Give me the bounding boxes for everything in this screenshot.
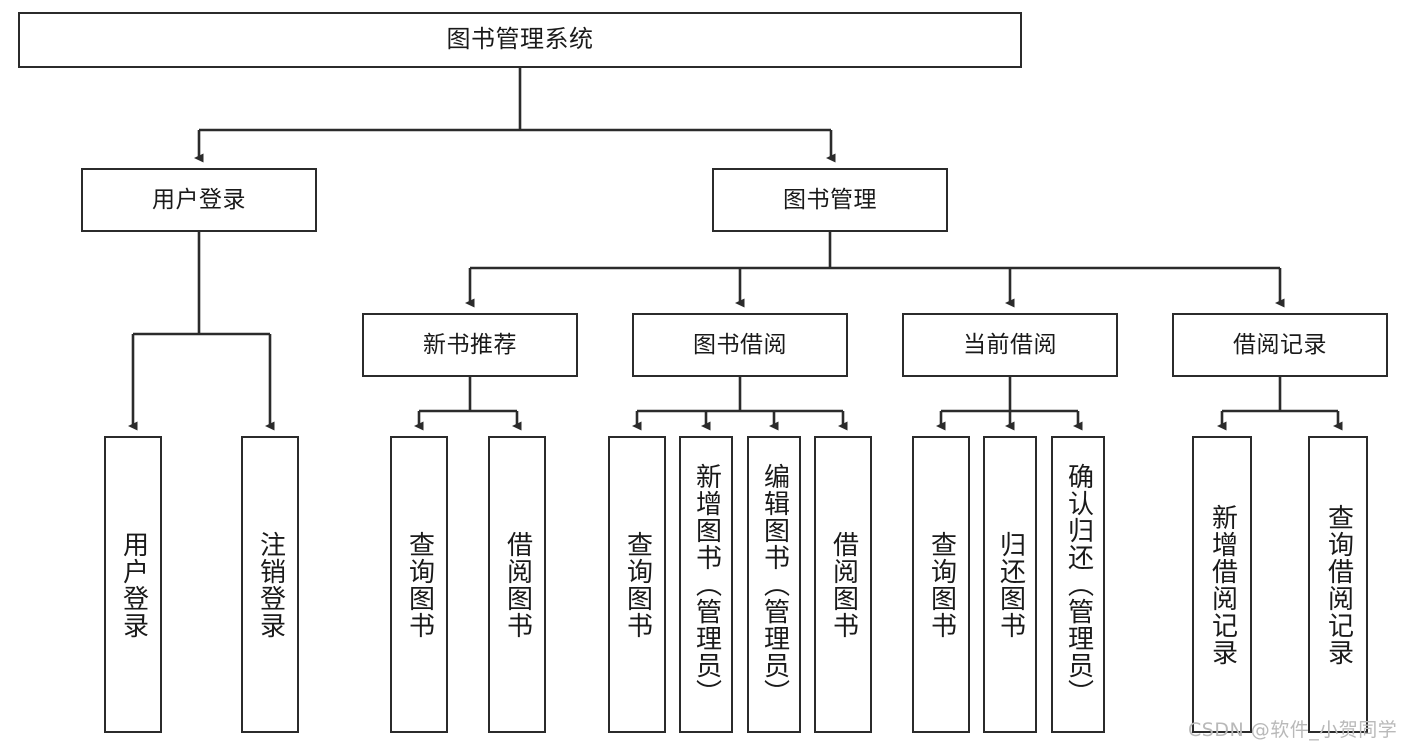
- node-book-borrow[interactable]: 图书借阅: [632, 313, 848, 377]
- node-label: 编辑图书（管理员）: [759, 463, 790, 706]
- node-label: 注销登录: [255, 530, 286, 639]
- node-leaf-query-borrow-record[interactable]: 查询借阅记录: [1308, 436, 1368, 733]
- node-label: 图书管理: [783, 186, 877, 213]
- node-label: 查询图书: [622, 530, 653, 639]
- node-label: 借阅图书: [502, 530, 533, 639]
- node-leaf-borrow-book[interactable]: 借阅图书: [814, 436, 872, 733]
- node-user-login[interactable]: 用户登录: [81, 168, 317, 232]
- node-label: 当前借阅: [963, 331, 1057, 358]
- node-label: 图书借阅: [693, 331, 787, 358]
- node-current-borrow[interactable]: 当前借阅: [902, 313, 1118, 377]
- node-label: 查询图书: [404, 530, 435, 639]
- node-label: 新增图书（管理员）: [691, 463, 722, 706]
- node-label: 用户登录: [152, 186, 246, 213]
- node-root-system[interactable]: 图书管理系统: [18, 12, 1022, 68]
- node-borrow-record[interactable]: 借阅记录: [1172, 313, 1388, 377]
- node-book-management[interactable]: 图书管理: [712, 168, 948, 232]
- node-leaf-add-book-admin[interactable]: 新增图书（管理员）: [679, 436, 733, 733]
- node-label: 归还图书: [995, 530, 1026, 639]
- node-new-book-recommend[interactable]: 新书推荐: [362, 313, 578, 377]
- node-leaf-query-book-current[interactable]: 查询图书: [912, 436, 970, 733]
- node-label: 借阅记录: [1233, 331, 1327, 358]
- node-leaf-borrow-book-recommend[interactable]: 借阅图书: [488, 436, 546, 733]
- node-label: 图书管理系统: [446, 25, 594, 54]
- node-leaf-confirm-return-admin[interactable]: 确认归还（管理员）: [1051, 436, 1105, 733]
- node-leaf-return-book[interactable]: 归还图书: [983, 436, 1037, 733]
- node-leaf-query-book-recommend[interactable]: 查询图书: [390, 436, 448, 733]
- node-label: 借阅图书: [828, 530, 859, 639]
- node-leaf-logout[interactable]: 注销登录: [241, 436, 299, 733]
- node-leaf-user-login[interactable]: 用户登录: [104, 436, 162, 733]
- node-leaf-query-book-borrow[interactable]: 查询图书: [608, 436, 666, 733]
- node-label: 确认归还（管理员）: [1063, 463, 1094, 706]
- node-leaf-add-borrow-record[interactable]: 新增借阅记录: [1192, 436, 1252, 733]
- node-label: 新书推荐: [423, 331, 517, 358]
- node-leaf-edit-book-admin[interactable]: 编辑图书（管理员）: [747, 436, 801, 733]
- csdn-watermark: CSDN @软件_小贺同学: [1188, 719, 1398, 741]
- node-label: 查询图书: [926, 530, 957, 639]
- node-label: 用户登录: [118, 530, 149, 639]
- node-label: 新增借阅记录: [1207, 503, 1238, 666]
- node-label: 查询借阅记录: [1323, 503, 1354, 666]
